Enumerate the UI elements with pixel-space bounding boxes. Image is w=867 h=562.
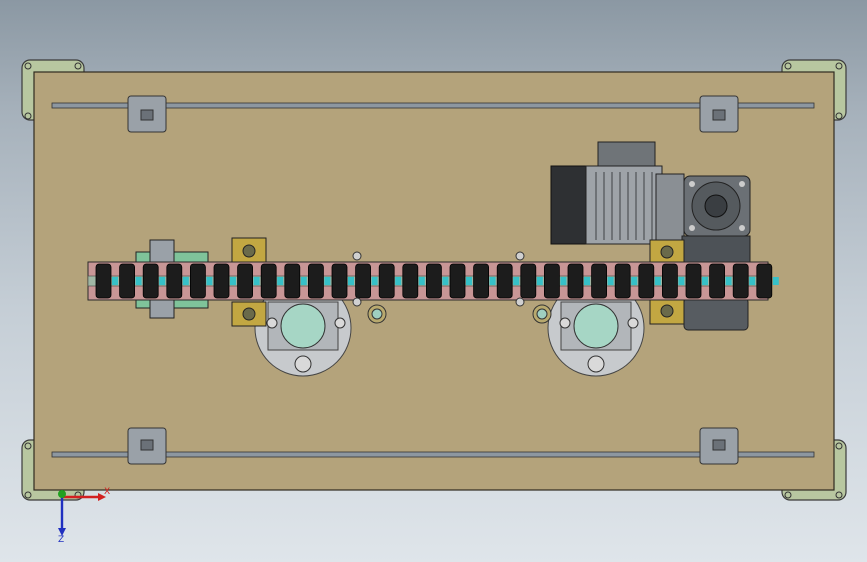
chain-roller [591,263,607,299]
chain-bushing [631,277,638,285]
chain-roller [732,263,749,299]
chain-bushing [466,277,472,285]
chain-roller [95,263,112,299]
chain-roller [331,263,348,299]
chain-bolts [352,251,525,307]
triad-icon: X Z [44,482,114,545]
rail-clamps [127,95,739,465]
chain-bushing [442,277,449,285]
chain-bushing [182,277,189,285]
tensioner-brackets [231,237,685,327]
chain-bushing [772,277,779,285]
chain-roller [520,263,537,299]
axis-z-label: Z [58,535,64,544]
chain-roller [307,263,324,299]
bearing-housings [254,279,645,377]
chain-roller [284,263,301,299]
chain-roller [638,263,655,299]
chain-bushing [300,277,307,285]
chain-roller [496,263,513,299]
chain-bushing [371,277,378,285]
chain-roller [402,263,419,299]
chain-roller [756,263,773,299]
chain-roller [260,263,277,299]
chain-roller [449,263,466,299]
chain-bushing [135,277,142,285]
chain-bushing [678,277,685,285]
chain-roller [213,263,230,299]
chain-bushing [702,277,708,285]
chain-roller [378,263,395,299]
chain-roller [425,263,442,299]
chain-roller [142,263,159,299]
chain-bushing [277,277,284,285]
chain-roller [685,263,702,299]
chain-bushing [584,277,590,285]
chain-bushing [749,277,756,285]
chain-bushing [206,277,213,285]
chain-bushing [654,277,661,285]
chain-roller [237,263,254,299]
chain-bushing [418,277,425,285]
chain-bushing [536,277,543,285]
chain-roller [119,263,135,299]
chain-roller [614,263,631,299]
axis-x-label: X [104,487,110,497]
chain-bushing [725,277,732,285]
chain-bushing [395,277,402,285]
chain-roller [355,263,372,299]
chain-roller [189,263,206,299]
chain-bushing [324,277,331,285]
chain-bushing [513,277,520,285]
motor [550,141,751,331]
chain-bushing [253,277,260,285]
chain-bushing [159,277,166,285]
chain-bushing [348,277,354,285]
chain-bushing [112,277,118,285]
chain-bushing [230,277,236,285]
chain-bushing [607,277,614,285]
chain-roller [709,263,725,299]
fittings [367,304,552,324]
chain-bushing [560,277,567,285]
chain-roller [166,263,183,299]
chain-roller [544,263,560,299]
chain-roller [662,263,678,299]
chain-roller [567,263,584,299]
conveyor-chain [87,261,779,301]
guide-rails [51,102,815,458]
chain-bushing [489,277,496,285]
chain-roller [473,263,490,299]
